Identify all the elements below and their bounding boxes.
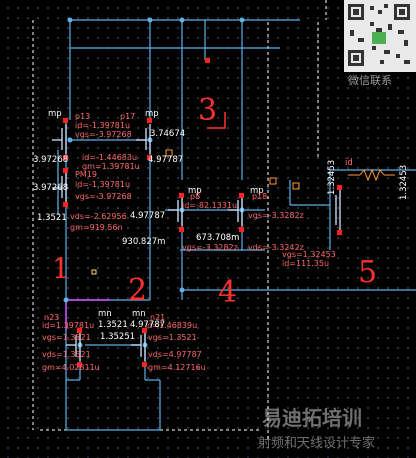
right-device-param-vgs: vgs=1.32453 bbox=[282, 250, 336, 259]
n21-symbol bbox=[131, 331, 146, 361]
region-1: 1 bbox=[52, 252, 70, 285]
node-v3: 4.97787 bbox=[148, 155, 183, 165]
right-device-param-id: id=111.35u bbox=[282, 259, 329, 268]
p18-param-vgs: vgs=-3.3282z bbox=[248, 211, 304, 220]
probe-marker bbox=[91, 269, 97, 275]
n21-param-gm: gm=4.12716u bbox=[148, 363, 206, 372]
transistor-symbols bbox=[52, 124, 341, 361]
p17-param-gm: gm=1.39781u bbox=[82, 162, 140, 171]
junction-dots bbox=[63, 17, 245, 348]
net-voltage-left: 1.32453 bbox=[327, 160, 337, 195]
p18-name: p18 bbox=[252, 192, 267, 201]
region-2: 2 bbox=[128, 273, 147, 308]
region-3-arrow bbox=[207, 112, 226, 129]
n23-param-id: id=1.39781u bbox=[42, 321, 94, 330]
p17-name: p17 bbox=[120, 112, 135, 121]
n21-param-vds: vds=4.97787 bbox=[148, 350, 202, 359]
p17-param-id: id=-1.44683u bbox=[82, 153, 137, 162]
n21-param-id: id=1.46839u bbox=[145, 321, 197, 330]
pm19-name: PM19 bbox=[75, 170, 97, 179]
p13-param-vgs: vgs=-3.97268 bbox=[75, 130, 132, 139]
p8-type-label: mp bbox=[188, 186, 202, 196]
node-v8: 673.708m bbox=[196, 233, 239, 243]
p13-symbol bbox=[52, 124, 67, 154]
node-v4: 3.97268 bbox=[33, 183, 68, 193]
right-device-symbol bbox=[335, 190, 341, 230]
pin-markers bbox=[63, 58, 342, 367]
p18-param-id: id=-82.1331u bbox=[182, 201, 237, 210]
n21-name: n21 bbox=[150, 313, 165, 322]
region-4: 4 bbox=[218, 275, 237, 310]
region-5: 5 bbox=[358, 255, 377, 290]
n23-name: n23 bbox=[44, 313, 59, 322]
pm19-symbol bbox=[52, 172, 67, 202]
region-numbers: 3 1 2 4 5 bbox=[52, 93, 377, 310]
p8-param-vds: vds=-2.62956 bbox=[70, 212, 127, 221]
watermark-slogan: 射频和天线设计专家 bbox=[258, 435, 375, 451]
device-labels: mp mp mp mp mn mn bbox=[48, 109, 264, 319]
qr-code-image bbox=[344, 0, 416, 72]
node-v10: 4.97787 bbox=[130, 320, 165, 330]
p13-param-id: id=-1.39781u bbox=[75, 121, 130, 130]
p17-type-label: mp bbox=[145, 109, 159, 119]
node-v11: 1.35251 bbox=[100, 332, 135, 342]
top-right-labels: 1.32453 1.32453 id bbox=[327, 158, 409, 200]
node-v5: 1.3521 bbox=[37, 213, 67, 223]
region-3: 3 bbox=[198, 93, 217, 128]
node-v2: 3.74674 bbox=[150, 129, 185, 139]
node-voltages: 3.97268 3.74674 4.97787 3.97268 1.3521 4… bbox=[33, 129, 239, 342]
watermark-brand: 易迪拓培训 bbox=[262, 406, 362, 430]
node-v1: 3.97268 bbox=[33, 155, 68, 165]
pm19-param-vgs: vgs=-3.97268 bbox=[75, 192, 132, 201]
n23-param-vgs: vgs=1.3521 bbox=[42, 333, 91, 342]
bias-wire bbox=[65, 299, 110, 330]
node-v7: 930.827m bbox=[122, 237, 165, 247]
p13-type-label: mp bbox=[48, 109, 62, 119]
p18-type-label: mp bbox=[250, 186, 264, 196]
node-v6: 4.97787 bbox=[130, 211, 165, 221]
n23-symbol bbox=[66, 331, 81, 361]
wechat-contact-text: 微信联系 bbox=[348, 73, 392, 87]
pm19-param-id: id=-1.39781u bbox=[75, 180, 130, 189]
n23-param-vds: vds=1.3521 bbox=[42, 350, 91, 359]
p18-param-vds: vds=-3.3242z bbox=[248, 243, 304, 252]
p18-symbol bbox=[228, 196, 243, 226]
device-params: id=-1.39781u vgs=-3.97268 id=-1.44683u g… bbox=[42, 121, 336, 372]
net-voltage-right: 1.32453 bbox=[399, 165, 409, 200]
n21-type-label: mn bbox=[132, 309, 146, 319]
p8-name: p8 bbox=[190, 192, 200, 201]
orange-components bbox=[165, 149, 395, 190]
right-device-label: id bbox=[345, 158, 353, 168]
p8-symbol bbox=[168, 196, 183, 226]
n21-param-vgs: vgs=1.3521 bbox=[148, 333, 197, 342]
p17-symbol bbox=[136, 124, 151, 154]
p13-name: p13 bbox=[75, 112, 90, 121]
p8-param-vgs: vgs=-3.3282z bbox=[182, 243, 238, 252]
n23-type-label: mn bbox=[98, 309, 112, 319]
node-v9: 1.3521 bbox=[98, 320, 128, 330]
n23-param-gm: gm=4.02811u bbox=[42, 363, 100, 372]
p8-param-gm: gm=919.56n bbox=[70, 223, 123, 232]
device-names: p13 p17 PM19 p8 p18 n23 n21 bbox=[44, 112, 267, 322]
